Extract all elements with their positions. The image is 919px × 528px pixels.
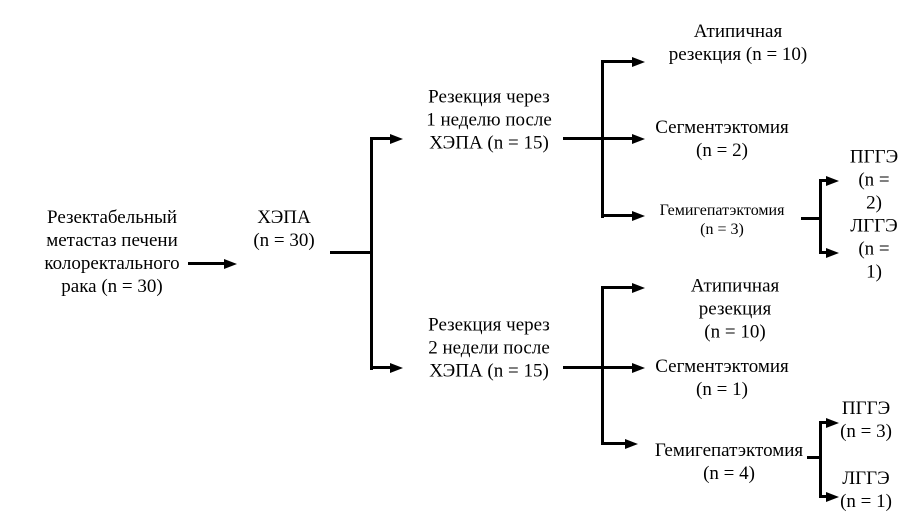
connector-week1-to-pgge	[819, 179, 827, 182]
node-week2-atypical-resection: Атипичная резекция (n = 10)	[690, 275, 780, 343]
node-resectable-metastasis: Резектабельный метастаз печени колоректа…	[44, 207, 180, 297]
arrowhead	[632, 211, 645, 221]
arrowhead	[390, 134, 403, 144]
arrowhead	[632, 363, 645, 373]
connector-week2-hemi-to-bracket	[807, 456, 821, 459]
arrowhead	[826, 418, 839, 428]
connector-week1-to-children	[563, 137, 632, 140]
trunk-line	[370, 137, 373, 370]
arrowhead	[625, 439, 638, 449]
node-hepa: ХЭПА (n = 30)	[253, 207, 315, 251]
node-week1-segmentectomy: Сегментэктомия (n = 2)	[655, 117, 789, 161]
connector-trunk-to-week2	[370, 366, 390, 369]
node-week2-pgge: ПГГЭ (n = 3)	[840, 398, 892, 442]
connector-trunk-to-week1	[370, 137, 390, 140]
arrowhead	[224, 259, 237, 269]
connector-week2-to-children	[563, 366, 632, 369]
week2-branch-rail	[601, 286, 604, 445]
connector-week2-to-hemihepatectomy	[601, 442, 625, 445]
connector-root-to-hepa	[188, 262, 226, 265]
arrowhead	[632, 57, 645, 67]
week1-branch-rail	[601, 60, 604, 218]
node-week2-lgge: ЛГГЭ (n = 1)	[840, 468, 892, 512]
arrowhead	[826, 492, 839, 502]
week1-bracket-rail	[819, 179, 822, 254]
arrowhead	[826, 248, 839, 258]
node-week1-resection: Резекция через 1 неделю после ХЭПА (n = …	[426, 86, 552, 154]
node-week1-atypical-resection: Атипичная резекция (n = 10)	[668, 21, 808, 65]
arrowhead	[826, 176, 839, 186]
connector-hepa-to-trunk	[330, 251, 372, 254]
connector-week1-to-atypical	[601, 60, 632, 63]
connector-week1-to-hemihepatectomy	[601, 214, 632, 217]
connector-week2-to-atypical	[601, 286, 632, 289]
node-week1-pgge: ПГГЭ (n = 2)	[849, 146, 899, 214]
node-week1-hemihepatectomy: Гемигепатэктомия (n = 3)	[659, 202, 785, 238]
week2-bracket-rail	[819, 421, 822, 498]
node-week2-resection: Резекция через 2 недели после ХЭПА (n = …	[428, 314, 550, 382]
arrowhead	[390, 363, 403, 373]
connector-week1-to-lgge	[819, 251, 827, 254]
node-week1-lgge: ЛГГЭ (n = 1)	[850, 215, 898, 283]
node-week2-hemihepatectomy: Гемигепатэктомия (n = 4)	[654, 440, 804, 484]
arrowhead	[632, 134, 645, 144]
connector-week2-to-lgge	[819, 495, 827, 498]
node-week2-segmentectomy: Сегментэктомия (n = 1)	[655, 356, 789, 400]
connector-week1-hemi-to-bracket	[801, 217, 821, 220]
arrowhead	[632, 283, 645, 293]
connector-week2-to-pgge	[819, 421, 827, 424]
